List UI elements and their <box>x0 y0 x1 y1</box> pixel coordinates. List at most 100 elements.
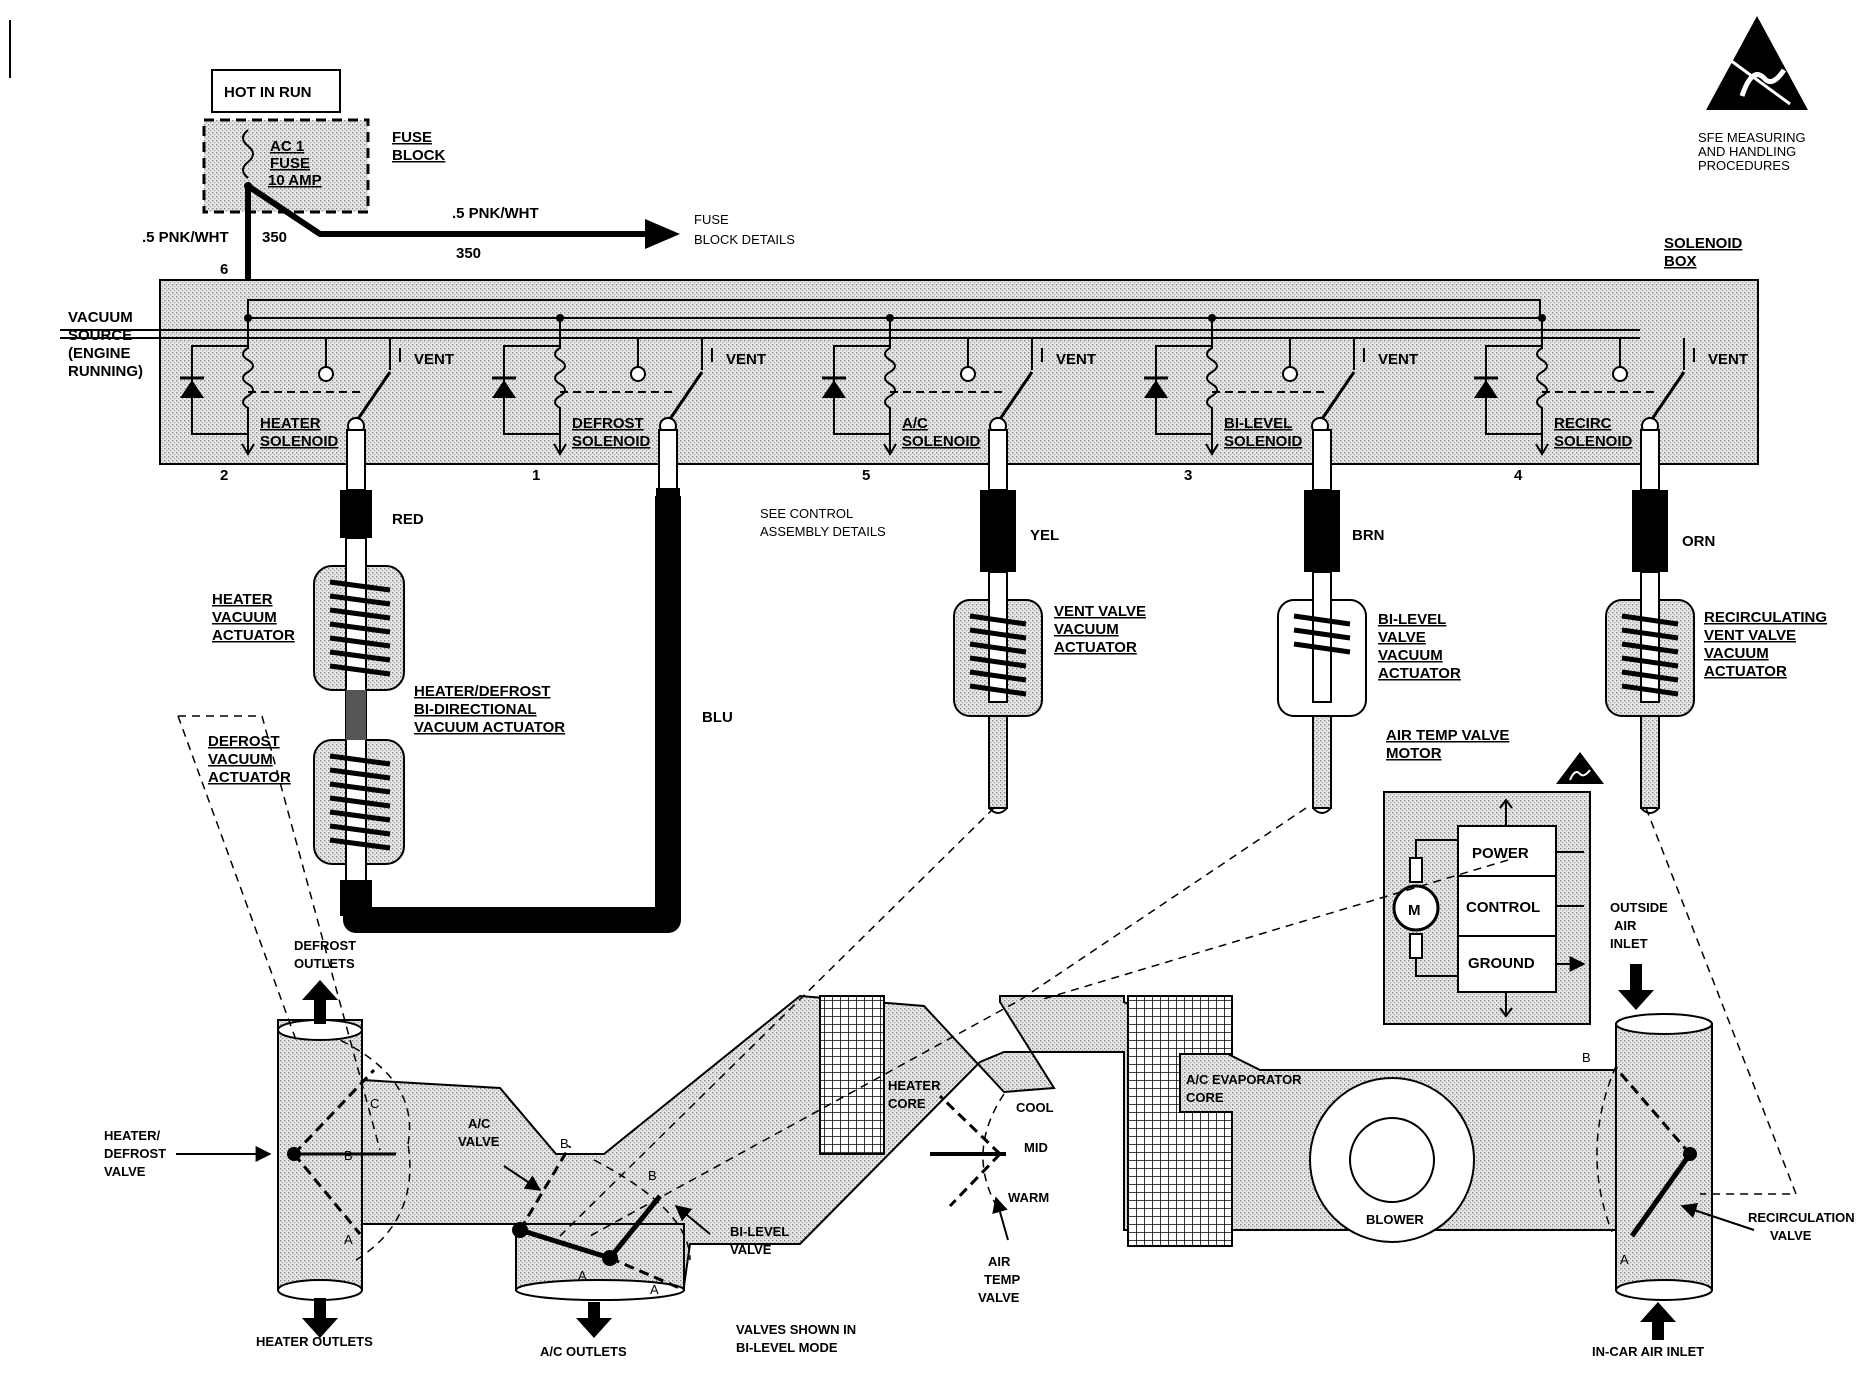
solenoid-name-label: BI-LEVEL <box>1224 415 1292 432</box>
hot-in-run-box: HOT IN RUN <box>211 69 341 113</box>
heater-core-label-1: HEATER <box>888 1078 941 1093</box>
vent-actuator-label-3: ACTUATOR <box>1054 639 1137 656</box>
vent-valve-vacuum-actuator <box>953 490 1043 814</box>
valve-a-label: A <box>344 1232 353 1247</box>
solenoid-word-label: SOLENOID <box>902 433 981 450</box>
hose-heater <box>346 429 366 491</box>
outside-air-label-2: AIR <box>1614 918 1637 933</box>
solenoid-box <box>159 279 1759 465</box>
ac-valve-label-2: VALVE <box>458 1134 500 1149</box>
esd-warning-icon <box>1706 16 1808 110</box>
ac-valve-b-label: B <box>560 1136 569 1151</box>
see-control-label-2: ASSEMBLY DETAILS <box>760 524 886 539</box>
fuse-block-label-1: FUSE <box>392 129 432 146</box>
defrost-actuator-label-3: ACTUATOR <box>208 769 291 786</box>
recirc-a-label: A <box>1620 1252 1629 1267</box>
bilevel-actuator-label-2: VALVE <box>1378 629 1426 646</box>
solenoid-group: VENTHEATERSOLENOID2VENTDEFROSTSOLENOID1V… <box>180 314 1748 484</box>
heater-defrost-valve-label-3: VALVE <box>104 1164 146 1179</box>
fuse-details-wire <box>246 183 650 237</box>
hose-recirc <box>1640 429 1660 491</box>
incar-inlet-label: IN-CAR AIR INLET <box>1592 1344 1704 1359</box>
recirc-actuator-label-1: RECIRCULATING <box>1704 609 1827 626</box>
bidir-actuator-label-2: BI-DIRECTIONAL <box>414 701 537 718</box>
heater-core <box>819 995 885 1155</box>
hose-yel-label: YEL <box>1030 527 1059 544</box>
recirc-actuator-label-4: ACTUATOR <box>1704 663 1787 680</box>
solenoid-pin-label: 3 <box>1184 467 1192 484</box>
hose-red-label: RED <box>392 511 424 528</box>
diode-icon <box>822 380 846 398</box>
air-temp-valve-motor: M POWER CONTROL GROUND <box>1383 791 1590 1025</box>
recirc-actuator-label-2: VENT VALVE <box>1704 627 1796 644</box>
motor-control-label: CONTROL <box>1466 899 1540 916</box>
motor-power-label: POWER <box>1472 845 1529 862</box>
diode-icon <box>180 380 204 398</box>
vent-label: VENT <box>1378 351 1418 368</box>
ac-outlet-arrow <box>576 1318 612 1338</box>
vent-label: VENT <box>1056 351 1096 368</box>
recirc-valve-vacuum-actuator <box>1605 490 1695 814</box>
esd-label-2: AND HANDLING <box>1698 144 1796 159</box>
coil-icon <box>554 318 566 452</box>
hot-in-run-label: HOT IN RUN <box>224 84 312 101</box>
bilevel-a-label: A <box>650 1282 659 1297</box>
cool-label: COOL <box>1016 1100 1054 1115</box>
hvac-duct <box>277 994 1713 1301</box>
fuse-word: FUSE <box>270 155 310 172</box>
heater-core-label-2: CORE <box>888 1096 926 1111</box>
defrost-outlets-label-2: OUTLETS <box>294 956 355 971</box>
wire-left-color: .5 PNK/WHT <box>142 229 229 246</box>
defrost-actuator-label-2: VACUUM <box>208 751 273 768</box>
valve-c-label: C <box>370 1096 379 1111</box>
hose-vent <box>988 429 1008 491</box>
outside-air-arrow <box>1618 990 1654 1010</box>
heater-defrost-valve-label-1: HEATER/ <box>104 1128 160 1143</box>
defrost-outlets-label-1: DEFROST <box>294 938 356 953</box>
bilevel-valve-label-1: BI-LEVEL <box>730 1224 789 1239</box>
motor-title-2: MOTOR <box>1386 745 1442 762</box>
outside-air-label-3: INLET <box>1610 936 1648 951</box>
flow-arrows <box>176 964 1755 1340</box>
heater-outlet-arrow <box>302 1318 338 1338</box>
coil-icon <box>884 318 896 452</box>
mid-label: MID <box>1024 1140 1048 1155</box>
recirc-actuator-label-3: VACUUM <box>1704 645 1769 662</box>
fuse-details-label-1: FUSE <box>694 212 729 227</box>
air-temp-valve-label-1: AIR <box>988 1254 1011 1269</box>
evaporator-label-1: A/C EVAPORATOR <box>1186 1072 1302 1087</box>
defrost-outlet-arrow <box>302 980 338 1000</box>
motor-ground-label: GROUND <box>1468 955 1535 972</box>
heater-outlets-label: HEATER OUTLETS <box>256 1334 373 1349</box>
solenoid-word-label: SOLENOID <box>1224 433 1303 450</box>
heater-actuator-label-3: ACTUATOR <box>212 627 295 644</box>
incar-air-arrow <box>1640 1302 1676 1322</box>
bilevel-valve-label-2: VALVE <box>730 1242 772 1257</box>
solenoid-pin-label: 4 <box>1514 467 1523 484</box>
warm-label: WARM <box>1008 1190 1049 1205</box>
ac-valve-label-1: A/C <box>468 1116 491 1131</box>
see-control-label-1: SEE CONTROL <box>760 506 853 521</box>
fuse-details-arrow <box>645 219 680 249</box>
wire-right-color: .5 PNK/WHT <box>452 205 539 222</box>
vacuum-source-3: (ENGINE <box>68 345 131 362</box>
bilevel-actuator-label-1: BI-LEVEL <box>1378 611 1446 628</box>
air-inlet-duct <box>1615 1023 1713 1291</box>
solenoid-name-label: RECIRC <box>1554 415 1612 432</box>
bidir-actuator-label-3: VACUUM ACTUATOR <box>414 719 565 736</box>
coil-icon <box>242 318 254 452</box>
vent-actuator-label-2: VACUUM <box>1054 621 1119 638</box>
bidir-actuator-label-1: HEATER/DEFROST <box>414 683 550 700</box>
vacuum-source-2: SOURCE <box>68 327 132 344</box>
solenoid-name-label: A/C <box>902 415 928 432</box>
coil-icon <box>1206 318 1218 452</box>
heater-defrost-valve-label-2: DEFROST <box>104 1146 166 1161</box>
esd-label-3: PROCEDURES <box>1698 158 1790 173</box>
recirculation-valve-label-2: VALVE <box>1770 1228 1812 1243</box>
vent-label: VENT <box>1708 351 1748 368</box>
vent-label: VENT <box>414 351 454 368</box>
blower-label: BLOWER <box>1366 1212 1424 1227</box>
hose-blu-label: BLU <box>702 709 733 726</box>
heater-defrost-bidirectional-actuator <box>313 488 681 933</box>
